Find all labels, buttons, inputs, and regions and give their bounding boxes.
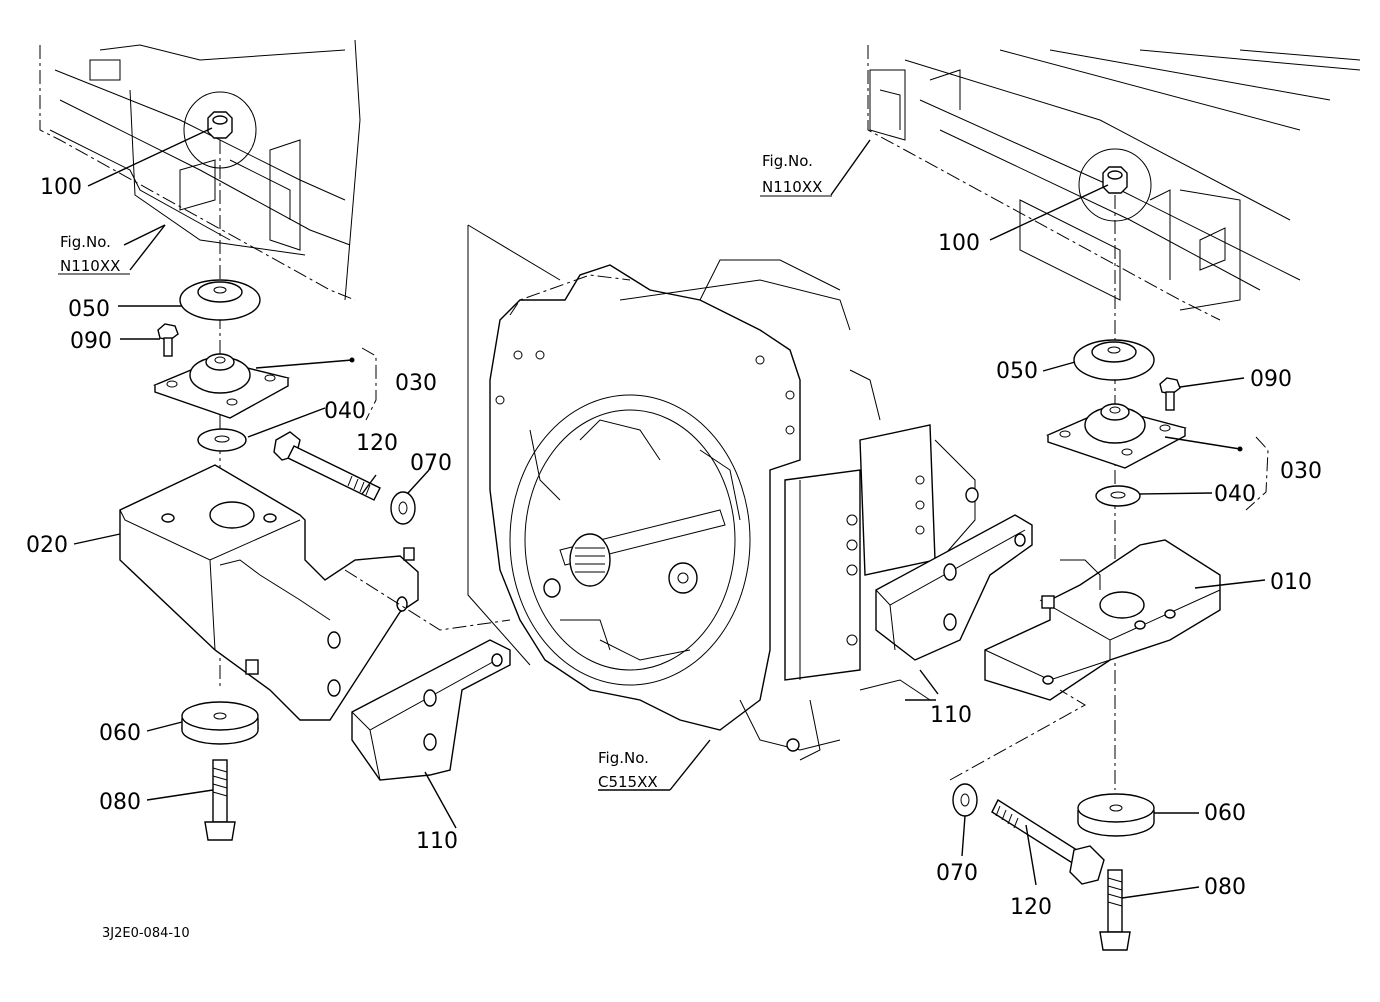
leader-lines: [73, 127, 1266, 899]
left-stopper-060: [181, 701, 259, 745]
fig-number-right: N110XX: [762, 178, 822, 196]
left-bolt-120: [273, 431, 381, 501]
callout-060-left: 060: [99, 721, 141, 746]
callout-120-left: 120: [356, 431, 398, 456]
callout-080-right: 080: [1204, 875, 1246, 900]
callout-100-left: 100: [40, 175, 82, 200]
bracket-030-left: [349, 347, 377, 421]
callout-010: 010: [1270, 570, 1312, 595]
callout-030-left: 030: [395, 371, 437, 396]
right-bolt-120: [991, 798, 1105, 885]
center-spacer-110: [875, 514, 1033, 661]
right-top-nut: [1078, 148, 1152, 222]
right-washer-070: [952, 783, 978, 817]
right-washer-040: [1095, 485, 1141, 507]
left-stopper-050: [179, 279, 261, 321]
right-stopper-050: [1073, 339, 1155, 381]
right-frame-rail: [867, 45, 1361, 321]
callout-030-right: 030: [1280, 459, 1322, 484]
left-bolt-080: [204, 759, 236, 841]
fig-number-left: N110XX: [60, 257, 120, 275]
right-mount-030: [1046, 403, 1187, 469]
left-bracket-020: [119, 464, 419, 721]
fig-label-left: Fig.No.: [60, 233, 111, 251]
callout-090-left: 090: [70, 329, 112, 354]
right-stopper-060: [1077, 793, 1155, 837]
fig-label-center: Fig.No.: [598, 749, 649, 767]
left-mount-030: [153, 353, 290, 419]
callout-120-right: 120: [1010, 895, 1052, 920]
left-washer-070: [390, 491, 416, 525]
right-bolt-080: [1099, 869, 1131, 951]
left-top-nut: [183, 91, 257, 169]
bracket-030-right: [1237, 436, 1269, 511]
left-bolt-090: [157, 323, 179, 357]
callout-070-left: 070: [410, 451, 452, 476]
callout-060-right: 060: [1204, 801, 1246, 826]
callout-050-left: 050: [68, 297, 110, 322]
right-bolt-090: [1159, 377, 1181, 411]
callout-100-right: 100: [938, 231, 980, 256]
transmission-housing: [467, 224, 979, 761]
callout-050-right: 050: [996, 359, 1038, 384]
left-washer-040: [197, 428, 247, 452]
callout-040-right: 040: [1214, 482, 1256, 507]
callout-020: 020: [26, 533, 68, 558]
callout-110-left: 110: [416, 829, 458, 854]
callout-090-right: 090: [1250, 367, 1292, 392]
fig-label-right: Fig.No.: [762, 152, 813, 170]
callout-110-center: 110: [930, 703, 972, 728]
right-bracket-010: [984, 539, 1221, 701]
fig-number-center: C515XX: [598, 773, 658, 791]
right-axis-line: [949, 689, 1086, 781]
callout-040-left: 040: [324, 399, 366, 424]
left-spacer-110: [344, 569, 511, 781]
callout-070-right: 070: [936, 861, 978, 886]
callout-080-left: 080: [99, 790, 141, 815]
drawing-code: 3J2E0-084-10: [102, 926, 190, 941]
